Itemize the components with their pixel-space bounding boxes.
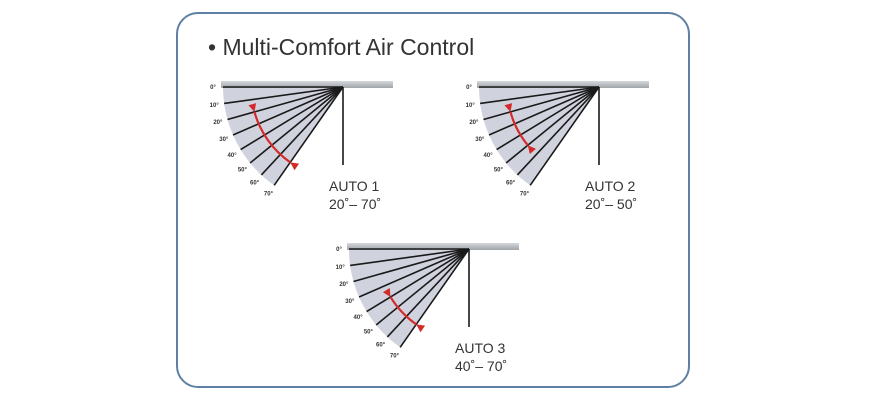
angle-tick-label: 20° <box>213 120 223 126</box>
angle-tick-label: 10° <box>466 103 476 109</box>
angle-tick-label: 40° <box>484 153 494 159</box>
angle-tick-label: 0° <box>336 247 342 253</box>
vane-line-6 <box>260 86 344 176</box>
angle-tick-label: 10° <box>210 103 220 109</box>
vane-line-5 <box>375 248 470 326</box>
angle-tick-label: 60° <box>506 180 516 186</box>
mode-diagram-1: 0° 10° 20° 30° 40° 50° 60° 70° AUTO 1 20˚– 70˚ <box>210 81 393 212</box>
vane-line-1 <box>480 86 600 105</box>
vane-line-4 <box>496 86 600 151</box>
mode-name: AUTO 1 <box>329 178 380 194</box>
mode-range: 20˚– 50˚ <box>585 196 637 212</box>
ceiling-panel <box>347 243 519 250</box>
vane-line-6 <box>386 248 470 338</box>
angle-tick-label: 50° <box>494 167 504 173</box>
ceiling-panel <box>477 81 649 88</box>
vane-line-1 <box>350 248 470 267</box>
mode-name: AUTO 3 <box>455 340 506 356</box>
angle-tick-label: 50° <box>364 329 374 335</box>
angle-tick-label: 60° <box>376 342 386 348</box>
vane-line-5 <box>505 86 600 164</box>
range-arc-arrow <box>509 111 529 146</box>
arrowhead-end <box>416 324 426 333</box>
vane-line-7 <box>529 86 600 186</box>
angle-tick-label: 20° <box>339 282 349 288</box>
angle-tick-label: 70° <box>264 191 274 197</box>
vane-line-4 <box>240 86 344 151</box>
diagram-title: • Multi-Comfort Air Control <box>208 34 475 60</box>
vane-line-7 <box>399 248 470 348</box>
vane-line-7 <box>273 86 344 186</box>
angle-tick-label: 70° <box>390 353 400 359</box>
angle-tick-label: 30° <box>219 137 229 143</box>
diagram-card <box>176 12 690 388</box>
mode-range: 40˚– 70˚ <box>455 358 507 374</box>
arrowhead-start <box>248 103 257 112</box>
angle-tick-label: 70° <box>520 191 530 197</box>
angle-tick-label: 30° <box>345 299 355 305</box>
angle-tick-label: 10° <box>336 265 346 271</box>
angle-tick-label: 20° <box>469 120 479 126</box>
arrowhead-end <box>527 145 536 154</box>
angle-tick-label: 0° <box>466 85 472 91</box>
vane-line-6 <box>516 86 600 176</box>
vane-line-3 <box>232 86 344 136</box>
mode-diagram-3: 0° 10° 20° 30° 40° 50° 60° 70° AUTO 3 40˚– 70˚ <box>336 243 519 374</box>
angle-tick-label: 50° <box>238 167 248 173</box>
arrowhead-start <box>504 103 513 112</box>
vane-line-3 <box>358 248 470 298</box>
vane-line-3 <box>488 86 600 136</box>
arrowhead-end <box>290 162 300 171</box>
angle-tick-label: 0° <box>210 85 216 91</box>
vane-line-1 <box>224 86 344 105</box>
range-arc-arrow <box>389 296 417 326</box>
mode-name: AUTO 2 <box>585 178 636 194</box>
range-arc-arrow <box>253 111 291 164</box>
angle-tick-label: 30° <box>475 137 485 143</box>
vane-line-4 <box>366 248 470 313</box>
ceiling-panel <box>221 81 393 88</box>
vane-line-5 <box>249 86 344 164</box>
mode-diagram-2: 0° 10° 20° 30° 40° 50° 60° 70° AUTO 2 20˚– 50˚ <box>466 81 649 212</box>
vane-line-2 <box>353 248 470 283</box>
angle-tick-label: 40° <box>354 315 364 321</box>
angle-tick-label: 40° <box>228 153 238 159</box>
arrowhead-start <box>382 288 391 297</box>
mode-range: 20˚– 70˚ <box>329 196 381 212</box>
vane-line-2 <box>227 86 344 121</box>
angle-tick-label: 60° <box>250 180 260 186</box>
vane-line-2 <box>483 86 600 121</box>
